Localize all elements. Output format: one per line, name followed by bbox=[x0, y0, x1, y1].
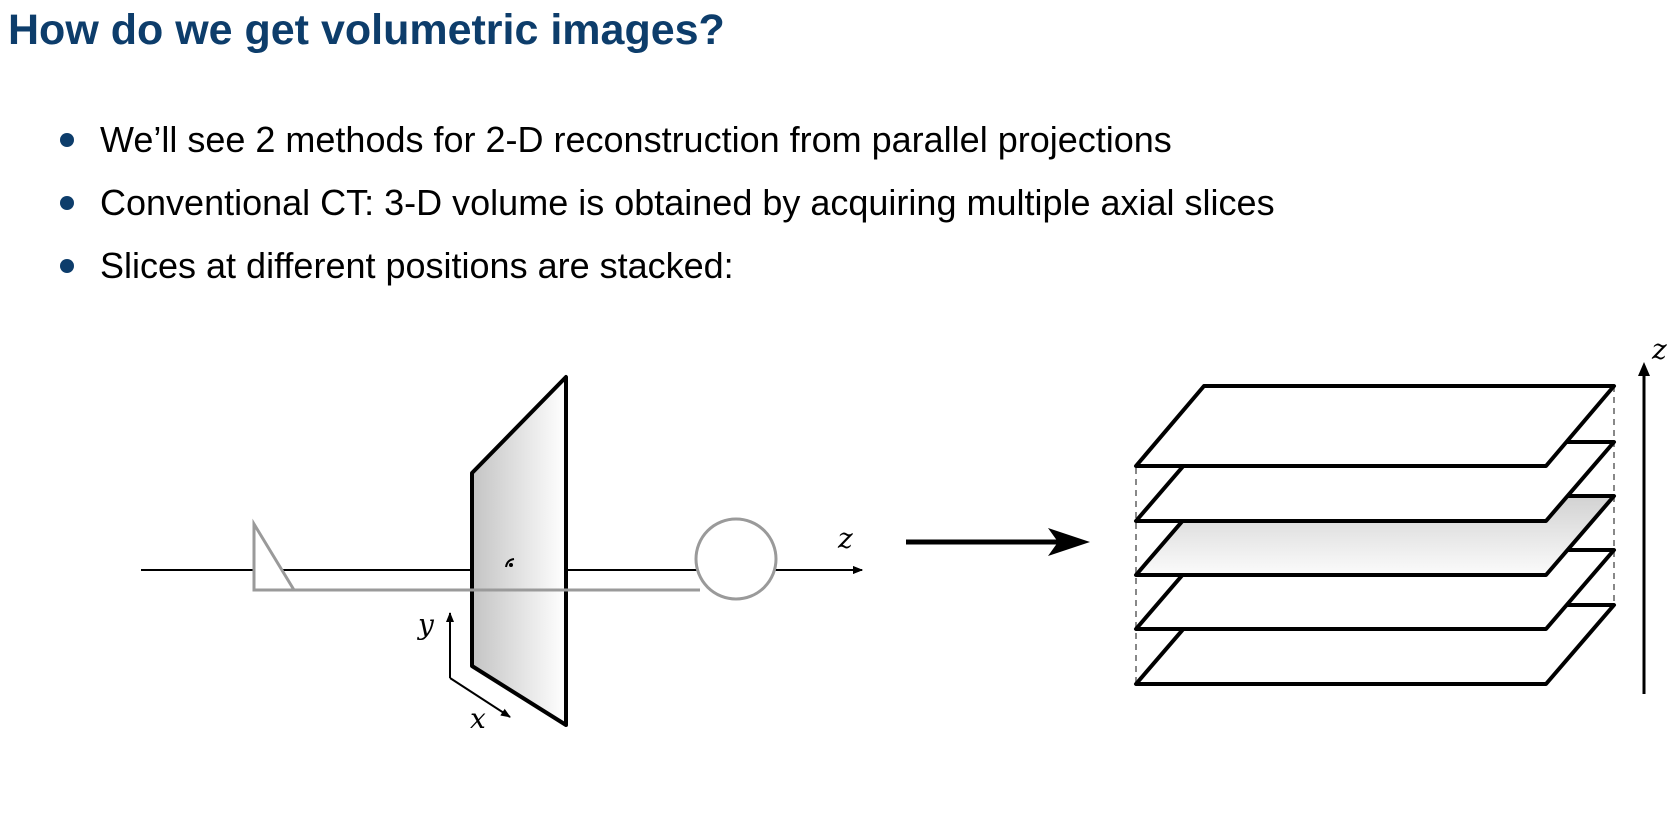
bullet-item: Conventional CT: 3-D volume is obtained … bbox=[56, 181, 1275, 244]
bullet-dot-icon bbox=[60, 133, 74, 147]
x-axis-line bbox=[449, 677, 511, 718]
right-angle-mark bbox=[505, 558, 515, 568]
xray-source-icon bbox=[252, 518, 297, 592]
bullet-text: We’ll see 2 methods for 2-D reconstructi… bbox=[100, 119, 1172, 160]
x-axis-label: x bbox=[470, 702, 486, 735]
y-axis-label: y bbox=[416, 608, 435, 641]
bullet-dot-icon bbox=[60, 196, 74, 210]
bullet-dot-icon bbox=[60, 259, 74, 273]
scanner-geometry: z y x bbox=[141, 375, 863, 735]
z-axis-label: z bbox=[837, 522, 853, 555]
slide-title: How do we get volumetric images? bbox=[8, 6, 725, 54]
slice-stack: z bbox=[1134, 333, 1667, 694]
detector-plane bbox=[470, 375, 568, 727]
bullet-text: Conventional CT: 3-D volume is obtained … bbox=[100, 182, 1275, 223]
bullet-item: Slices at different positions are stacke… bbox=[56, 244, 1275, 307]
slice-1 bbox=[1134, 384, 1616, 468]
bullet-text: Slices at different positions are stacke… bbox=[100, 245, 734, 286]
transition-arrow bbox=[906, 528, 1090, 556]
bullet-item: We’ll see 2 methods for 2-D reconstructi… bbox=[56, 118, 1275, 181]
object-circle bbox=[694, 517, 778, 601]
arrow-head-icon bbox=[1048, 528, 1090, 556]
stack-z-axis-label: z bbox=[1651, 333, 1667, 366]
stack-z-arrow-icon bbox=[1638, 362, 1650, 376]
bullet-list: We’ll see 2 methods for 2-D reconstructi… bbox=[56, 118, 1275, 307]
